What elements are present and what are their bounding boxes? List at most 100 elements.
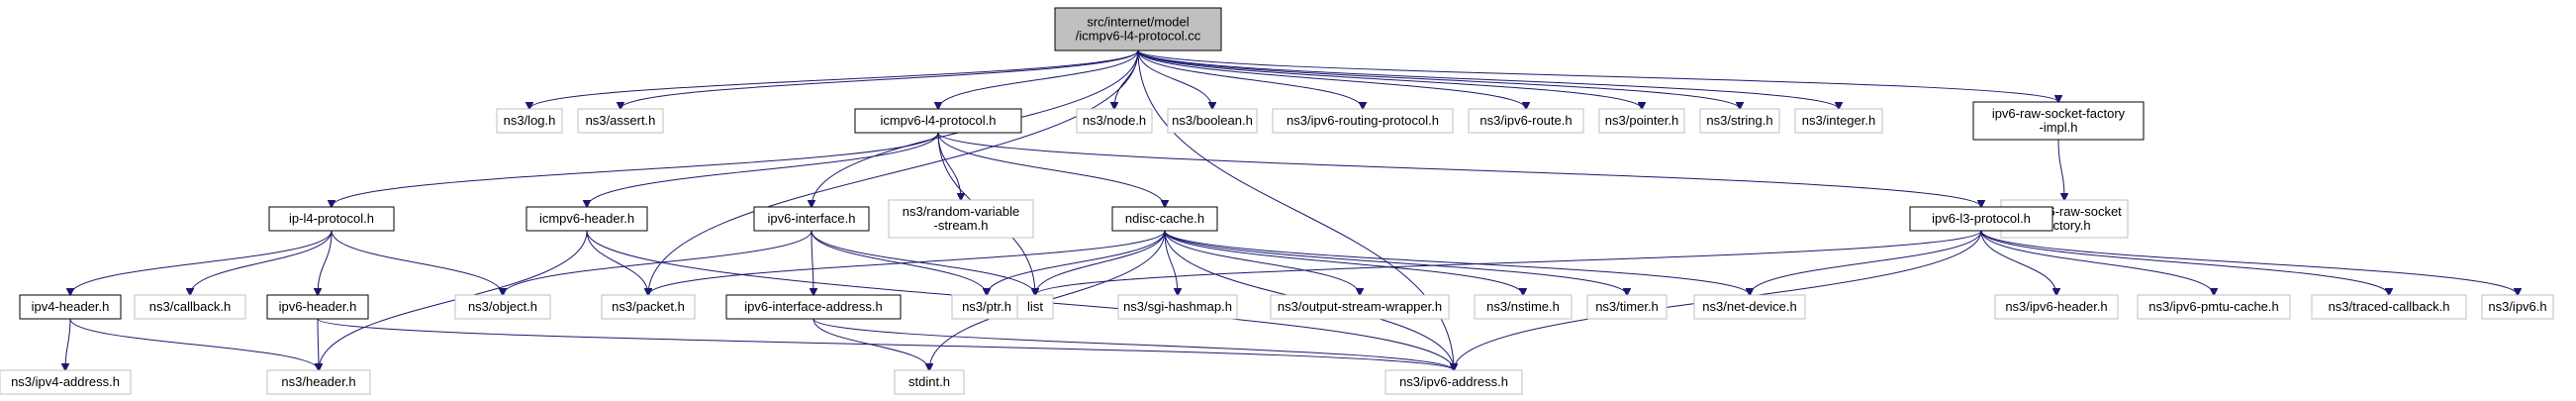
- node-outstream: ns3/output-stream-wrapper.h: [1270, 294, 1450, 320]
- edge-ipv6l3-to-pmtu: [1980, 230, 2214, 295]
- node-box-assert: [577, 108, 664, 134]
- node-box-netdevice: [1693, 294, 1806, 320]
- node-box-ipv6iface: [753, 206, 870, 232]
- edge-rawfactoryimpl-to-rawfactory: [2057, 139, 2064, 200]
- edge-icmpv6hdr-to-packet: [586, 230, 648, 295]
- node-nstime: ns3/nstime.h: [1474, 294, 1573, 320]
- node-box-list: [1016, 294, 1054, 320]
- node-icmpv6hdr[interactable]: icmpv6-header.h: [525, 206, 648, 232]
- edge-ipv4hdr-to-header: [69, 318, 319, 370]
- node-box-ipv4hdr: [19, 294, 122, 320]
- node-label-ipv4addr: ns3/ipv4-address.h: [11, 374, 120, 389]
- edge-ndisc-to-outstream: [1164, 230, 1360, 295]
- node-box-traced: [2311, 294, 2467, 320]
- node-integer: ns3/integer.h: [1794, 108, 1883, 134]
- node-object: ns3/object.h: [454, 294, 551, 320]
- node-box-ns3ipv6: [2481, 294, 2554, 320]
- node-label-stdint: stdint.h: [908, 374, 950, 389]
- node-box-icmpv6l4: [854, 108, 1022, 134]
- node-icmpv6l4[interactable]: icmpv6-l4-protocol.h: [854, 108, 1022, 134]
- edge-icmpv6hdr-to-header: [319, 230, 588, 370]
- edge-root-to-route: [1137, 50, 1526, 109]
- node-ipv6iface[interactable]: ipv6-interface.h: [753, 206, 870, 232]
- node-label-ns3ipv6hdr: ns3/ipv6-header.h: [2005, 299, 2107, 314]
- node-ns3ipv6hdr: ns3/ipv6-header.h: [1994, 294, 2119, 320]
- edge-ndisc-to-netdevice: [1164, 230, 1750, 295]
- node-ipv4hdr[interactable]: ipv4-header.h: [19, 294, 122, 320]
- node-box-integer: [1794, 108, 1883, 134]
- node-label-randomvar: ns3/random-variable: [903, 204, 1020, 219]
- node-label-randomvar: -stream.h: [934, 218, 989, 233]
- node-ndisc[interactable]: ndisc-cache.h: [1111, 206, 1218, 232]
- edge-ifaceaddr-to-stdint: [812, 318, 929, 370]
- edge-ipv4hdr-to-ipv4addr: [65, 318, 71, 370]
- edge-ndisc-to-list: [1035, 230, 1166, 295]
- node-box-route: [1468, 108, 1584, 134]
- dependency-nodes: src/internet/model/icmpv6-l4-protocol.cc…: [0, 7, 2554, 395]
- node-label-ipv6addr: ns3/ipv6-address.h: [1399, 374, 1508, 389]
- node-callback: ns3/callback.h: [134, 294, 246, 320]
- node-label-icmpv6hdr: icmpv6-header.h: [539, 211, 634, 226]
- node-box-nstime: [1474, 294, 1573, 320]
- node-box-ndisc: [1111, 206, 1218, 232]
- edge-root-to-log: [529, 50, 1139, 109]
- node-label-list: list: [1027, 299, 1043, 314]
- edge-root-to-icmpv6l4: [938, 50, 1139, 109]
- node-box-randomvar: [888, 199, 1034, 239]
- node-traced: ns3/traced-callback.h: [2311, 294, 2467, 320]
- node-pointer: ns3/pointer.h: [1598, 108, 1685, 134]
- edge-ndisc-to-ptr: [987, 230, 1166, 295]
- node-box-rawfactoryimpl: [1972, 101, 2145, 141]
- node-netdevice: ns3/net-device.h: [1693, 294, 1806, 320]
- node-label-ipv4hdr: ipv4-header.h: [32, 299, 110, 314]
- node-box-pmtu: [2137, 294, 2291, 320]
- node-label-ns3ipv6: ns3/ipv6.h: [2488, 299, 2546, 314]
- node-label-icmpv6l4: icmpv6-l4-protocol.h: [880, 113, 996, 128]
- node-rawfactoryimpl[interactable]: ipv6-raw-socket-factory-impl.h: [1972, 101, 2145, 141]
- node-log: ns3/log.h: [496, 108, 563, 134]
- edge-root-to-integer: [1137, 50, 1839, 109]
- edge-root-to-string: [1137, 50, 1740, 109]
- node-box-stdint: [894, 369, 965, 395]
- node-ipl4[interactable]: ip-l4-protocol.h: [268, 206, 395, 232]
- node-label-traced: ns3/traced-callback.h: [2329, 299, 2450, 314]
- edge-ipv6l3-to-ns3ipv6hdr: [1980, 230, 2056, 295]
- node-routingproto: ns3/ipv6-routing-protocol.h: [1272, 108, 1454, 134]
- node-box-string: [1699, 108, 1780, 134]
- edge-ipv6l3-to-ns3ipv6: [1980, 230, 2518, 295]
- node-ipv6hdr[interactable]: ipv6-header.h: [266, 294, 369, 320]
- node-label-ipv6l3: ipv6-l3-protocol.h: [1932, 211, 2031, 226]
- node-label-integer: ns3/integer.h: [1802, 113, 1875, 128]
- node-label-pointer: ns3/pointer.h: [1605, 113, 1678, 128]
- edge-root-to-packet: [648, 50, 1139, 295]
- edge-icmpv6l4-to-ipv6l3: [937, 132, 1981, 207]
- node-box-sgihash: [1117, 294, 1238, 320]
- edge-ndisc-to-sgihash: [1164, 230, 1178, 295]
- edge-ipv6iface-to-object: [503, 230, 812, 295]
- edge-ipv6l3-to-traced: [1980, 230, 2389, 295]
- node-label-ipv6hdr: ipv6-header.h: [279, 299, 357, 314]
- node-box-ipv6addr: [1384, 369, 1523, 395]
- edge-ndisc-to-nstime: [1164, 230, 1523, 295]
- edge-ipl4-to-callback: [190, 230, 333, 295]
- node-label-root: /icmpv6-l4-protocol.cc: [1076, 29, 1201, 44]
- node-list: list: [1016, 294, 1054, 320]
- node-box-routingproto: [1272, 108, 1454, 134]
- node-label-sgihash: ns3/sgi-hashmap.h: [1123, 299, 1232, 314]
- edge-icmpv6l4-to-randomvar: [937, 132, 961, 200]
- node-assert: ns3/assert.h: [577, 108, 664, 134]
- node-box-log: [496, 108, 563, 134]
- edge-root-to-boolean: [1137, 50, 1212, 109]
- node-root: src/internet/model/icmpv6-l4-protocol.cc: [1054, 7, 1222, 51]
- edge-ipv6l3-to-netdevice: [1750, 230, 1982, 295]
- edge-ipv6hdr-to-ipv6addr: [317, 318, 1454, 370]
- node-ifaceaddr[interactable]: ipv6-interface-address.h: [725, 294, 902, 320]
- node-label-boolean: ns3/boolean.h: [1172, 113, 1253, 128]
- node-ipv6l3[interactable]: ipv6-l3-protocol.h: [1909, 206, 2053, 232]
- node-box-boolean: [1167, 108, 1258, 134]
- node-label-ipv6iface: ipv6-interface.h: [768, 211, 856, 226]
- node-label-rawfactoryimpl: -impl.h: [2039, 120, 2077, 135]
- node-label-callback: ns3/callback.h: [149, 299, 231, 314]
- node-box-ipl4: [268, 206, 395, 232]
